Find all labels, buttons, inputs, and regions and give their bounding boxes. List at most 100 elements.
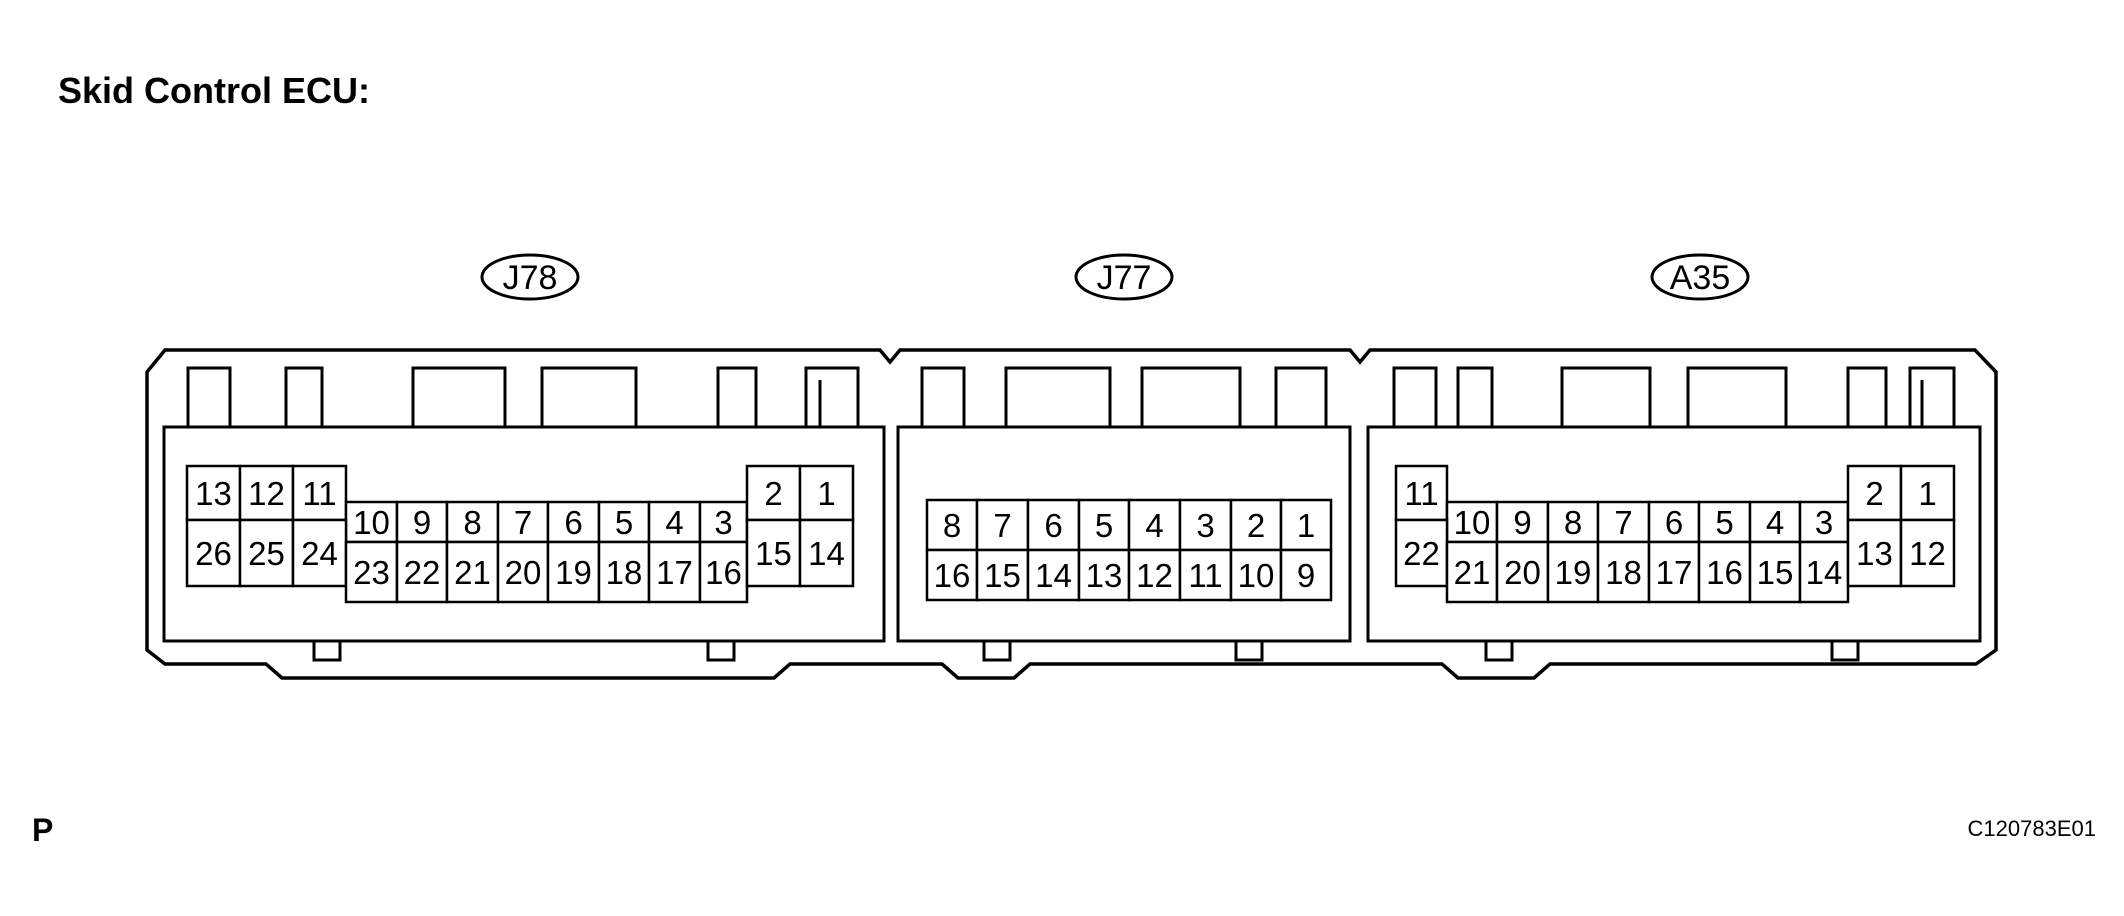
connector-j77-pin-cell [1229, 498, 1283, 552]
connector-j78-pin-number: 2 [764, 475, 782, 512]
connector-a35-pin-number: 15 [1757, 554, 1794, 591]
connector-j78-pin-number: 24 [301, 535, 338, 572]
connector-a35-pin-cell [1394, 464, 1449, 522]
connector-j78-pin-number: 14 [808, 535, 845, 572]
connector-a35-pin-number: 5 [1715, 504, 1733, 541]
connector-j78-pin-number: 21 [454, 554, 491, 591]
connector-a35-pin-number: 20 [1504, 554, 1541, 591]
connector-j77-pin-number: 10 [1238, 557, 1275, 594]
connector-a35-pin-number: 3 [1815, 504, 1833, 541]
connector-j78-pin-number: 26 [195, 535, 232, 572]
connector-j77-pin-number: 4 [1145, 507, 1163, 544]
connector-j77-pin-number: 8 [943, 507, 961, 544]
connector-a35-pin-cell [1697, 500, 1752, 544]
connector-j77-pin-number: 11 [1188, 557, 1222, 594]
connector-a35-pin-number: 10 [1454, 504, 1491, 541]
connector-j78-pin-number: 8 [463, 504, 481, 541]
connector-a35-pin-cell [1748, 540, 1802, 604]
connector-j78-label: J78 [503, 259, 558, 297]
connector-j78-pin-number: 7 [514, 504, 532, 541]
connector-j78-pin-number: 10 [353, 504, 390, 541]
connector-j78-pin-number: 16 [705, 554, 742, 591]
figure-code: C120783E01 [1967, 816, 2096, 841]
connector-a35-pin-number: 16 [1706, 554, 1743, 591]
connector-a35-pin-cell [1798, 540, 1850, 604]
connector-a35-pin-number: 1 [1918, 475, 1936, 512]
connector-j78-pin-number: 20 [505, 554, 542, 591]
connector-j78-label-ellipse [480, 253, 580, 301]
connector-j77-pin-number: 2 [1247, 507, 1265, 544]
connector-j77-label: J77 [1097, 259, 1152, 297]
page-title: Skid Control ECU: [58, 70, 370, 111]
connector-j78-pin-number: 13 [195, 475, 232, 512]
connector-j78-pin-cell [445, 500, 500, 544]
connector-j78-pin-cell [745, 518, 802, 588]
connector-a35-pin-number: 17 [1656, 554, 1693, 591]
connector-j77-pin-cell [1178, 548, 1233, 602]
connector-a35-pin-number: 7 [1614, 504, 1632, 541]
connector-j78-pin-cell [698, 540, 749, 604]
connector-j78-pin-cell [291, 518, 348, 588]
connector-j77-pin-cell [1279, 548, 1333, 602]
section-frame-j78 [162, 425, 886, 643]
connector-j78-pin-cell [185, 518, 242, 588]
connector-j77-pin-cell [1229, 548, 1283, 602]
connector-j77-pin-cell [1279, 498, 1333, 552]
connector-j77-pin-cell [925, 548, 979, 602]
connector-j78-pin-cell [798, 518, 855, 588]
connector-j78-pin-number: 5 [615, 504, 633, 541]
connector-j77-pin-cell [1026, 548, 1081, 602]
top-key-tabs [186, 366, 1956, 427]
connector-j78-pin-number: 12 [248, 475, 285, 512]
connector-j77-pin-number: 9 [1297, 557, 1315, 594]
connector-a35-pin-number: 18 [1605, 554, 1642, 591]
connector-j78-pin-cell [546, 500, 601, 544]
connector-a35-pin-number: 22 [1403, 535, 1440, 572]
connector-j77-pin-number: 15 [984, 557, 1021, 594]
connector-a35-pin-number: 21 [1454, 554, 1491, 591]
connector-a35-pin-number: 8 [1564, 504, 1582, 541]
connector-j78-pin-number: 9 [413, 504, 431, 541]
connector-a35-pin-number: 4 [1766, 504, 1784, 541]
connector-j77-pin-number: 7 [993, 507, 1011, 544]
bottom-notches [312, 641, 1860, 662]
connector-a35-pin-cell [1596, 500, 1651, 544]
connector-a35-label-ellipse [1650, 253, 1750, 301]
corner-label: P [32, 812, 54, 848]
connector-a35-pin-number: 2 [1865, 475, 1883, 512]
connector-j77-pin-cell [925, 498, 979, 552]
connector-j77-label-ellipse [1074, 253, 1174, 301]
connector-a35-pin-number: 11 [1404, 475, 1438, 512]
connector-j78-pin-cell [185, 464, 242, 522]
connector-j77-pin-number: 1 [1297, 507, 1315, 544]
connector-a35-pin-cell [1899, 518, 1956, 588]
connector-j77-pin-number: 5 [1095, 507, 1113, 544]
connector-j78-pin-cell [344, 540, 399, 604]
connector-j78-pin-cell [445, 540, 500, 604]
connector-a35-pin-cell [1394, 518, 1449, 588]
connector-j77-pin-cell [1026, 498, 1081, 552]
connector-j78-pin-cell [496, 540, 550, 604]
connector-j78-pin-number: 11 [302, 475, 336, 512]
connector-j78-pin-cell [597, 540, 651, 604]
connector-j78-pin-number: 4 [665, 504, 683, 541]
connector-j78-pin-number: 6 [564, 504, 582, 541]
connector-a35-pin-number: 14 [1806, 554, 1843, 591]
connector-j78-pin-cell [496, 500, 550, 544]
connector-a35-pin-cell [1546, 540, 1600, 604]
connector-a35-label: A35 [1670, 259, 1731, 297]
connector-a35-pin-number: 12 [1909, 535, 1946, 572]
connector-j77-pin-cell [1077, 548, 1131, 602]
connector-j78-pin-number: 23 [353, 554, 390, 591]
connector-a35-pin-cell [1445, 540, 1499, 604]
connector-j77-pin-number: 3 [1196, 507, 1214, 544]
connector-j78-pin-cell [647, 540, 702, 604]
housing-outline [145, 348, 1998, 680]
connector-j77-pin-number: 14 [1035, 557, 1072, 594]
connector-a35-pin-cell [1546, 500, 1600, 544]
connector-j78-pin-cell [238, 518, 295, 588]
connector-j78-pin-number: 1 [817, 475, 835, 512]
section-frame-a35 [1366, 425, 1982, 643]
